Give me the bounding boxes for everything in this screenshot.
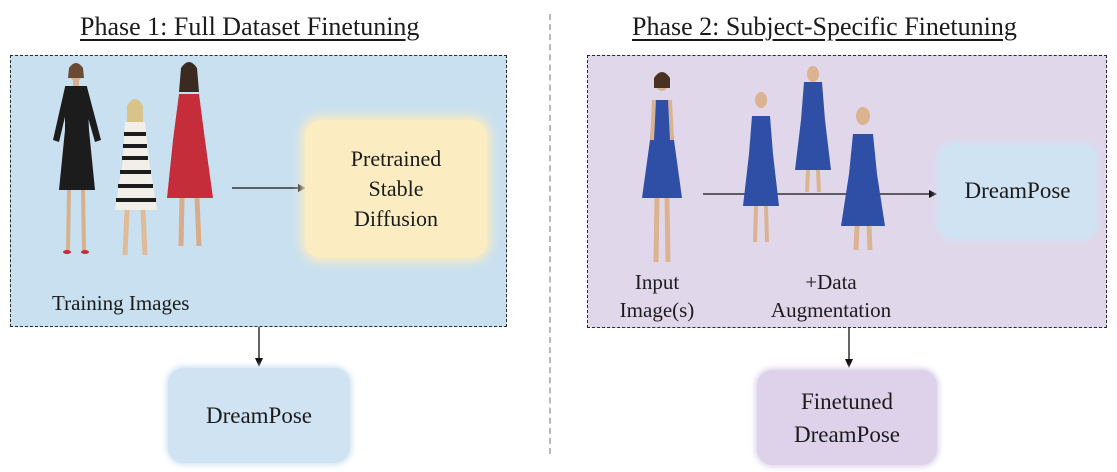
dreampose-box: DreamPose [168, 368, 350, 463]
finetuned-line-1: Finetuned [801, 388, 893, 414]
pretrained-stable-diffusion-box: Pretrained Stable Diffusion [305, 120, 487, 258]
phase2-dreampose-label: DreamPose [964, 178, 1071, 203]
figure-striped-dress [115, 99, 157, 256]
input-line-1: Input [634, 270, 680, 294]
input-image-figure [642, 72, 682, 263]
augmentation-line-1: +Data [805, 270, 857, 294]
training-images [53, 62, 213, 256]
phase2-title: Phase 2: Subject-Specific Finetuning [632, 12, 1017, 41]
input-line-2: Image(s) [619, 298, 695, 322]
aug-figure-2 [795, 66, 831, 193]
aug-figure-3 [841, 107, 885, 251]
phase2-dreampose-box: DreamPose [940, 145, 1095, 237]
finetuned-dreampose-box: Finetuned DreamPose [757, 370, 937, 465]
finetuned-line-2: DreamPose [793, 421, 901, 447]
arrow-to-pretrained [232, 184, 306, 192]
pretrained-line-1: Pretrained [350, 146, 442, 171]
pretrained-line-3: Diffusion [354, 206, 438, 231]
figure-black-dress [53, 63, 101, 254]
augmentation-figures [743, 66, 885, 251]
figure-red-dress [167, 62, 213, 247]
aug-figure-1 [743, 92, 779, 243]
augmentation-line-2: Augmentation [770, 298, 892, 322]
phase-divider [549, 14, 551, 454]
phase1-title: Phase 1: Full Dataset Finetuning [80, 12, 420, 41]
arrow-down-phase1 [255, 327, 263, 367]
training-images-label: Training Images [52, 291, 190, 315]
dreampose-label: DreamPose [205, 402, 313, 428]
input-images-label: Input Image(s) [612, 268, 702, 324]
arrow-down-phase2 [845, 328, 853, 368]
pretrained-line-2: Stable [368, 176, 424, 201]
data-augmentation-label: +Data Augmentation [758, 268, 904, 324]
arrow-to-dreampose [703, 190, 937, 198]
